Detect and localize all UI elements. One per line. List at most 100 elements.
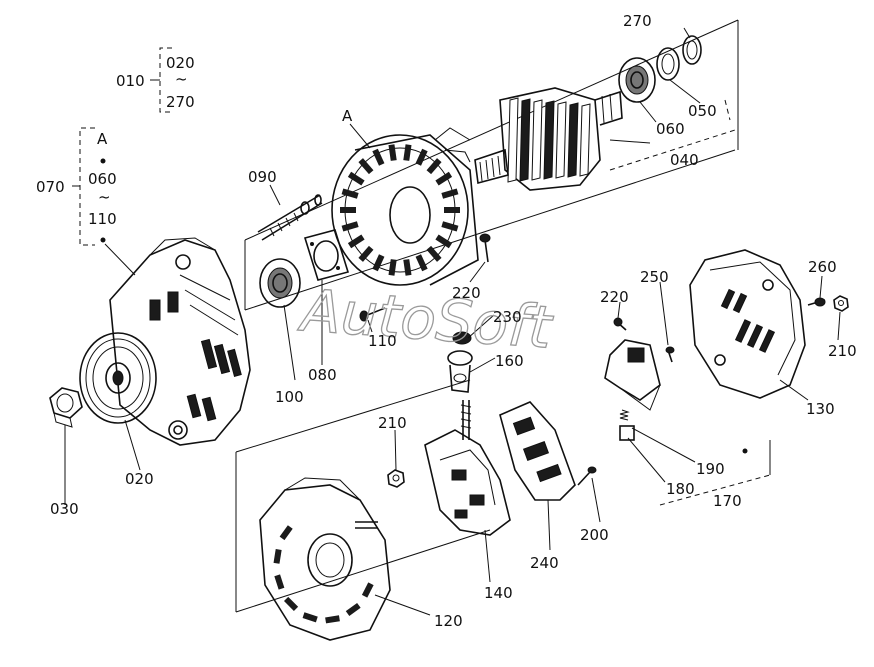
callout-210-rear: 210 <box>828 342 857 360</box>
rotor-pole <box>519 98 531 182</box>
tilde-range-2: ~ <box>98 188 111 206</box>
retainer-plate-080 <box>303 229 350 281</box>
callout-180: 180 <box>666 480 695 498</box>
shaft-090 <box>257 194 323 241</box>
stator-slots <box>340 144 460 276</box>
callout-100: 100 <box>275 388 304 406</box>
brush-spring-190 <box>619 409 748 454</box>
stator-slot <box>372 148 385 166</box>
callout-080: 080 <box>308 366 337 384</box>
tilde-range-1: ~ <box>175 70 188 88</box>
housing-vent <box>325 615 340 624</box>
screw-200 <box>577 466 597 486</box>
screw-220-stator <box>479 233 491 263</box>
housing-vent <box>274 574 285 590</box>
bolt-260 <box>807 297 826 307</box>
stator-slot <box>358 158 374 175</box>
housing-vent <box>345 602 361 617</box>
pulley <box>79 332 157 424</box>
bearing-060 <box>618 57 656 103</box>
nut-210-rear <box>833 295 849 312</box>
callout-250: 250 <box>640 268 669 286</box>
rotor-pole <box>555 101 567 179</box>
callout-220-rear: 220 <box>600 288 629 306</box>
housing-vent <box>273 549 282 564</box>
callout-270-range: 270 <box>166 93 195 111</box>
brush-holder-140 <box>424 400 511 536</box>
stator-slot <box>415 254 428 272</box>
stator-slot <box>435 171 453 186</box>
rectifier-240 <box>499 401 576 501</box>
housing-120-vents <box>273 525 374 624</box>
housing-vent <box>279 525 293 541</box>
callout-020-range: 020 <box>166 54 195 72</box>
group-bracket-010 <box>150 47 172 113</box>
housing-vent <box>302 612 318 623</box>
terminal-230 <box>447 331 473 393</box>
housing-vent <box>283 596 299 611</box>
stator-slot <box>403 259 412 276</box>
callout-110-group: 110 <box>88 210 117 228</box>
stator-slot <box>347 234 365 249</box>
stator-slot <box>388 144 397 161</box>
stator-slot <box>358 245 374 262</box>
callout-270: 270 <box>623 12 652 30</box>
ring-050 <box>656 47 680 81</box>
rear-cover-vents <box>720 288 776 353</box>
housing-fins <box>149 291 242 422</box>
callout-140: 140 <box>484 584 513 602</box>
group-bracket-070 <box>72 127 106 246</box>
stator-slot <box>415 148 428 166</box>
callout-labels: 010 020 ~ 270 070 A 060 ~ 110 A 090 100 … <box>36 12 857 630</box>
callout-a-group: A <box>97 130 108 148</box>
stator-slot <box>403 144 412 161</box>
nut-210-front <box>387 469 405 488</box>
callout-020: 020 <box>125 470 154 488</box>
rotor-pole <box>531 99 543 181</box>
rotor-assembly <box>474 87 623 191</box>
front-housing-assembly <box>79 237 251 446</box>
rotor-pole <box>507 97 519 183</box>
rotor-claw-poles <box>507 97 591 183</box>
bearing-100 <box>259 258 301 308</box>
stator-slot <box>435 234 453 249</box>
callout-070: 070 <box>36 178 65 196</box>
stator-slot <box>372 254 385 272</box>
assembly-frame-lines <box>235 19 771 613</box>
screw-110 <box>359 307 386 322</box>
drive-end-housing-120 <box>259 477 391 641</box>
callout-090: 090 <box>248 168 277 186</box>
stator-slot <box>444 207 460 213</box>
rotor-pole <box>567 102 579 178</box>
callout-110: 110 <box>368 332 397 350</box>
callout-010: 010 <box>116 72 145 90</box>
stator-slot <box>441 188 459 199</box>
callout-170: 170 <box>713 492 742 510</box>
callout-240: 240 <box>530 554 559 572</box>
callout-160: 160 <box>495 352 524 370</box>
stator-slot <box>347 171 365 186</box>
callout-260: 260 <box>808 258 837 276</box>
callout-230: 230 <box>493 308 522 326</box>
callout-a-stator: A <box>342 107 353 125</box>
screw-250 <box>665 346 675 363</box>
stator-assembly <box>331 127 479 286</box>
stator-slot <box>388 259 397 276</box>
callout-040: 040 <box>670 151 699 169</box>
callout-050: 050 <box>688 102 717 120</box>
callout-060: 060 <box>656 120 685 138</box>
stator-slot <box>340 207 356 213</box>
callout-030: 030 <box>50 500 79 518</box>
callout-060-group: 060 <box>88 170 117 188</box>
rotor-pole <box>579 103 591 177</box>
callout-130: 130 <box>806 400 835 418</box>
stator-slot <box>441 221 459 232</box>
callout-220-stator: 220 <box>452 284 481 302</box>
rectifier-dark-blocks <box>512 416 562 483</box>
ring-270 <box>682 35 702 65</box>
nut-030 <box>49 387 83 428</box>
regulator-bracket <box>604 339 661 411</box>
leader-lines <box>64 27 841 616</box>
